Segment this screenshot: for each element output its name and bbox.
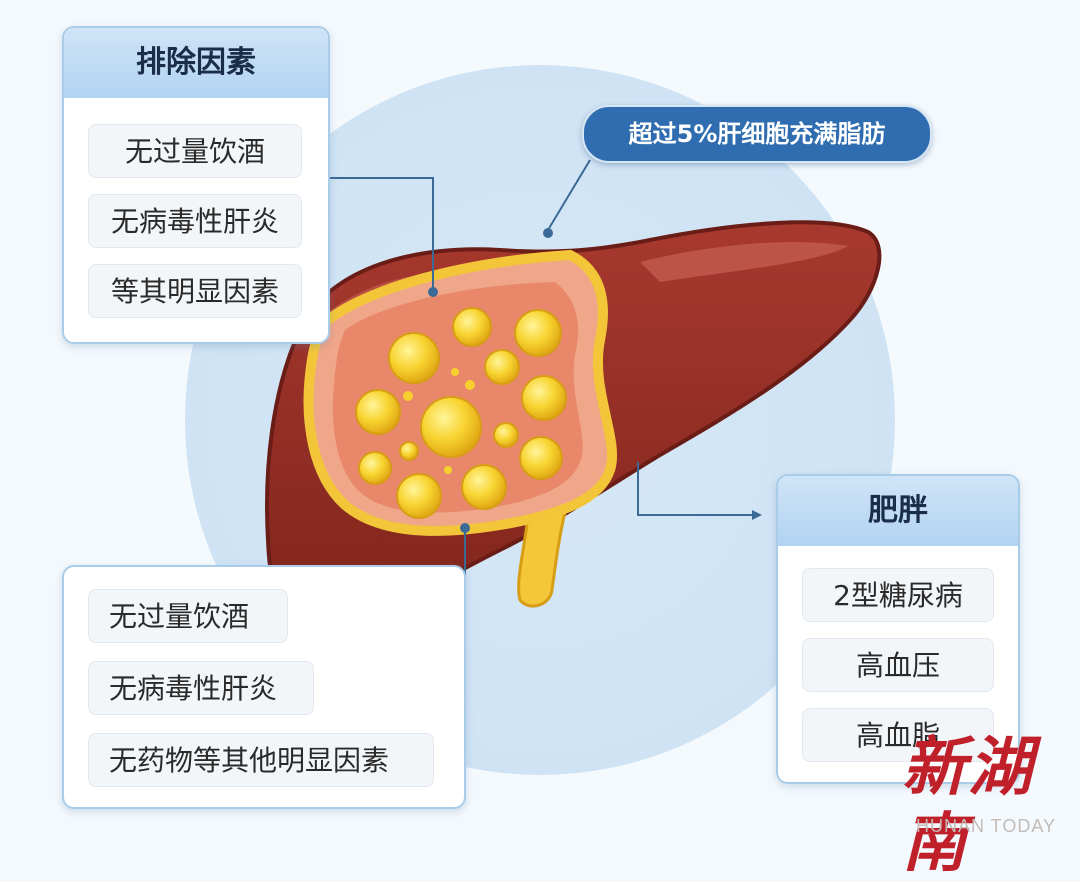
exclusion-item: 无病毒性肝炎 bbox=[88, 194, 302, 248]
obesity-item: 2型糖尿病 bbox=[802, 568, 994, 622]
bottom-item: 无病毒性肝炎 bbox=[88, 661, 314, 715]
exclusion-factors-title: 排除因素 bbox=[64, 28, 328, 98]
brand-subtitle: HUNAN TODAY bbox=[916, 816, 1057, 836]
bottom-item: 无过量饮酒 bbox=[88, 589, 288, 643]
obesity-item: 高血脂 bbox=[802, 708, 994, 762]
bottom-exclusion-panel: 无过量饮酒 无病毒性肝炎 无药物等其他明显因素 bbox=[62, 565, 466, 809]
brand-logo: 新湖南 bbox=[902, 730, 1034, 881]
obesity-panel: 肥胖 2型糖尿病 高血压 高血脂 bbox=[776, 474, 1020, 784]
bottom-item: 无药物等其他明显因素 bbox=[88, 733, 434, 787]
bile-duct bbox=[517, 498, 570, 608]
connector-obesity bbox=[637, 462, 752, 516]
obesity-item: 高血压 bbox=[802, 638, 994, 692]
fatty-liver-callout: 超过5%肝细胞充满脂肪 bbox=[582, 105, 932, 163]
exclusion-item: 等其明显因素 bbox=[88, 264, 302, 318]
connector-callout bbox=[547, 159, 591, 231]
obesity-title: 肥胖 bbox=[778, 476, 1018, 546]
exclusion-item: 无过量饮酒 bbox=[88, 124, 302, 178]
exclusion-factors-panel: 排除因素 无过量饮酒 无病毒性肝炎 等其明显因素 bbox=[62, 26, 330, 344]
liver-highlight-right bbox=[640, 242, 848, 282]
connector-exclusion bbox=[330, 177, 434, 290]
